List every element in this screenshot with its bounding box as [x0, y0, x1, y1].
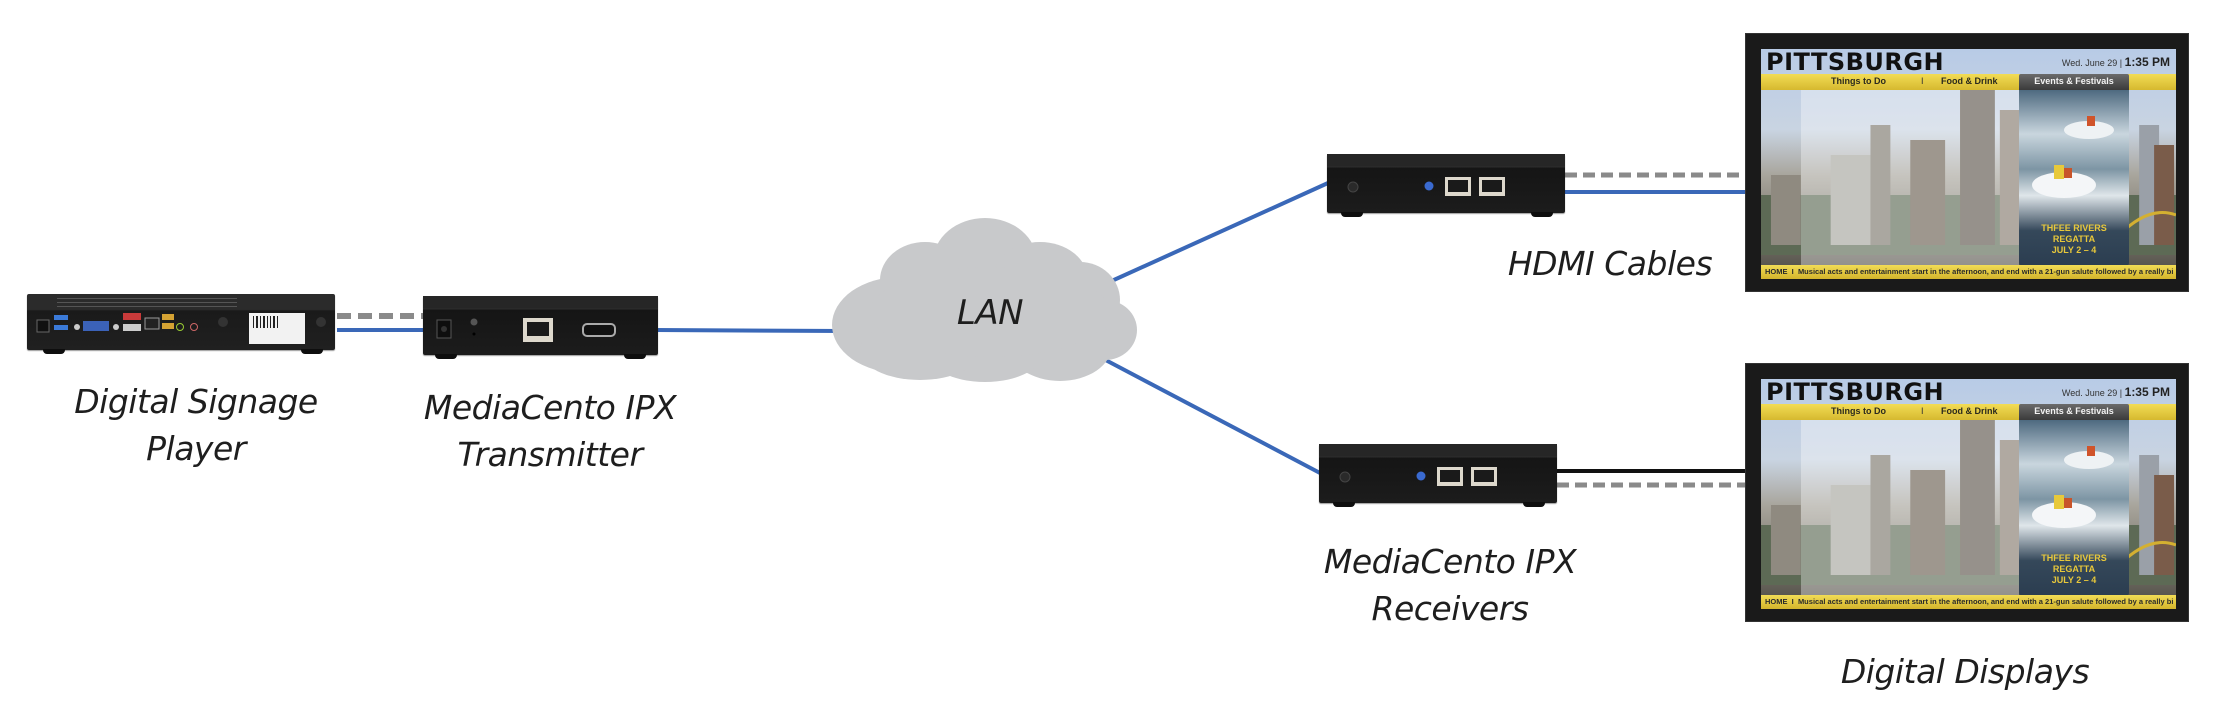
ethernet-port-icon: [144, 317, 160, 330]
lan-cloud: [832, 218, 1137, 382]
mediacento-receiver-1: [1327, 154, 1565, 217]
nav-food-drink: Food & Drink: [1941, 406, 1998, 416]
speedboat-image: [2032, 446, 2114, 528]
screen-title: PITTSBURGH: [1766, 379, 1945, 406]
ticker-text: Musical acts and entertainment start in …: [1797, 597, 2174, 606]
transmitter-ports: [436, 318, 616, 342]
mediacento-transmitter: [423, 296, 658, 359]
usb-port-icon: [54, 325, 68, 330]
player-ports: [36, 298, 326, 344]
receiver-2-ports: [1339, 467, 1497, 486]
screen-datetime: Wed. June 29 | 1:35 PM: [2062, 385, 2170, 399]
promo-dates: JULY 2 – 4: [2051, 575, 2097, 585]
mediacento-receiver-2: [1319, 444, 1557, 507]
ticker-text: Musical acts and entertainment start in …: [1797, 267, 2174, 276]
screen-date: Wed. June 29: [2061, 388, 2118, 398]
receivers-label: MediaCento IPX Receivers: [1300, 538, 1600, 632]
hdmi-port-icon: [582, 323, 616, 337]
hdmi-port-icon: [123, 313, 141, 320]
lan-label: LAN: [956, 293, 1024, 333]
displays-label: Digital Displays: [1840, 652, 2090, 691]
ticker-separator: I: [1791, 597, 1794, 606]
ir-sensor-icon: [1339, 471, 1351, 483]
digital-display-1: Things to Do I Food & Drink Events & Fes…: [1745, 33, 2189, 292]
display-screen: Things to Do I Food & Drink Events & Fes…: [1761, 49, 2176, 279]
ticker-home: HOME: [1765, 267, 1788, 276]
digital-signage-player: [27, 294, 335, 354]
screen-datetime: Wed. June 29 | 1:35 PM: [2062, 55, 2170, 69]
screen-time: 1:35 PM: [2124, 385, 2170, 399]
network-cable-lan-receiver-2: [1097, 354, 1321, 475]
screen-date-separator: |: [2119, 388, 2123, 398]
screen-time: 1:35 PM: [2124, 55, 2170, 69]
player-label-line-1: Digital Signage: [74, 382, 318, 421]
ticker-separator: I: [1791, 267, 1794, 276]
receiver-1-ports: [1347, 177, 1505, 196]
speedboat-image: [2032, 116, 2114, 198]
news-ticker: HOME I Musical acts and entertainment st…: [1761, 595, 2176, 609]
screen-title: PITTSBURGH: [1766, 49, 1945, 76]
nav-separator: I: [1921, 76, 1924, 86]
promo-dates: JULY 2 – 4: [2051, 245, 2097, 255]
nav-events-festivals-active: Events & Festivals: [2019, 74, 2129, 90]
network-cable-lan-receiver-1: [1104, 181, 1329, 286]
nav-events-festivals-active: Events & Festivals: [2019, 404, 2129, 420]
info-panel: [1801, 420, 2019, 596]
info-panel: [1801, 90, 2019, 266]
nav-events-festivals-label: Events & Festivals: [2034, 76, 2114, 86]
receivers-label-line-2: Receivers: [1371, 589, 1529, 628]
nav-things-to-do: Things to Do: [1831, 76, 1886, 86]
display-screen: Things to Do I Food & Drink Events & Fes…: [1761, 379, 2176, 609]
transmitter-label-line-1: MediaCento IPX: [423, 388, 677, 427]
promo-title: THFEE RIVERS REGATTA: [2041, 553, 2107, 574]
receivers-label-line-1: MediaCento IPX: [1323, 542, 1577, 581]
screen-date: Wed. June 29: [2061, 58, 2118, 68]
nav-separator: I: [1921, 406, 1924, 416]
nav-food-drink: Food & Drink: [1941, 76, 1998, 86]
digital-display-2: Things to Do I Food & Drink Events & Fes…: [1745, 363, 2189, 622]
promo-title: THFEE RIVERS REGATTA: [2041, 223, 2107, 244]
id-dial-icon: [1416, 471, 1426, 481]
player-label: Digital Signage Player: [46, 378, 346, 472]
news-ticker: HOME I Musical acts and entertainment st…: [1761, 265, 2176, 279]
network-cable-transmitter-lan: [654, 328, 846, 333]
power-port-icon: [36, 319, 50, 333]
vent-grid-icon: [57, 298, 237, 307]
ticker-home: HOME: [1765, 597, 1788, 606]
nav-things-to-do: Things to Do: [1831, 406, 1886, 416]
nav-events-festivals-label: Events & Festivals: [2034, 406, 2114, 416]
screen-date-separator: |: [2119, 58, 2123, 68]
hdmi-cables-label: HDMI Cables: [1507, 244, 1713, 283]
player-label-line-2: Player: [146, 429, 246, 468]
transmitter-label-line-2: Transmitter: [457, 435, 643, 474]
ir-sensor-icon: [1347, 181, 1359, 193]
transmitter-label: MediaCento IPX Transmitter: [400, 384, 700, 478]
usb-port-icon: [54, 315, 68, 320]
led-indicator-icon: [470, 318, 478, 326]
dvi-port-icon: [83, 321, 109, 331]
id-dial-icon: [1424, 181, 1434, 191]
